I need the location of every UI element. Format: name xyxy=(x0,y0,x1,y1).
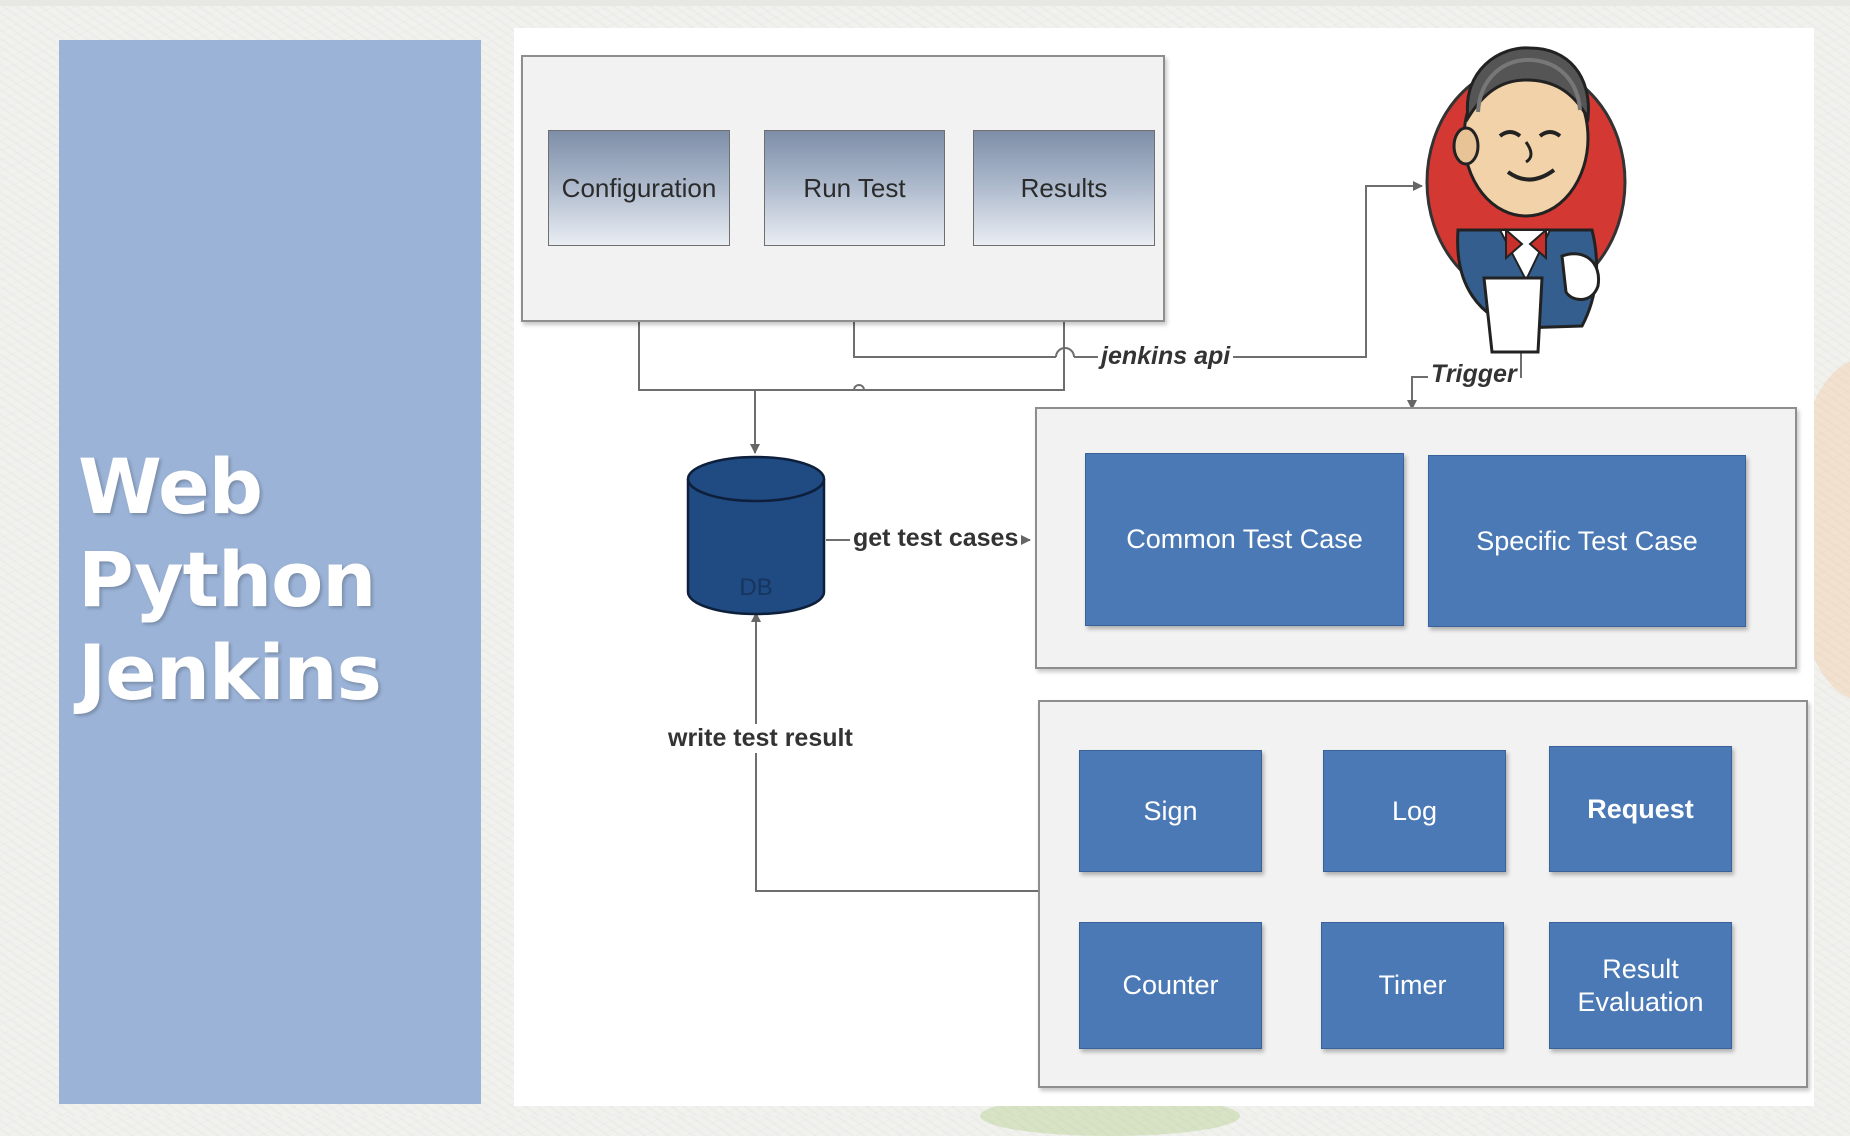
database-cylinder xyxy=(686,455,826,616)
sign-module-box: Sign xyxy=(1079,750,1262,872)
results-box: Results xyxy=(973,130,1155,246)
timer-module-box: Timer xyxy=(1321,922,1504,1049)
title-line-web: Web xyxy=(78,442,263,531)
edge-label-write-test-result: write test result xyxy=(665,724,856,753)
title-line-jenkins: Jenkins xyxy=(78,628,382,717)
edge-label-jenkins-api: jenkins api xyxy=(1098,342,1234,371)
jenkins-butler-icon xyxy=(1425,46,1627,354)
diagram-canvas: Configuration Run Test Results DB Common… xyxy=(514,28,1814,1106)
database-label: DB xyxy=(739,574,773,601)
result-evaluation-module-box: Result Evaluation xyxy=(1549,922,1732,1049)
top-border xyxy=(0,0,1850,6)
edge-label-trigger: Trigger xyxy=(1428,360,1520,389)
run-test-box: Run Test xyxy=(764,130,945,246)
slide-title: Web Python Jenkins xyxy=(78,440,382,719)
specific-test-case-box: Specific Test Case xyxy=(1428,455,1746,627)
title-line-python: Python xyxy=(78,535,376,624)
log-module-box: Log xyxy=(1323,750,1506,872)
edge-label-get-test-cases: get test cases xyxy=(850,524,1022,553)
counter-module-box: Counter xyxy=(1079,922,1262,1049)
configuration-box: Configuration xyxy=(548,130,730,246)
request-module-box: Request xyxy=(1549,746,1732,872)
common-test-case-box: Common Test Case xyxy=(1085,453,1404,626)
title-panel: Web Python Jenkins xyxy=(59,40,481,1104)
